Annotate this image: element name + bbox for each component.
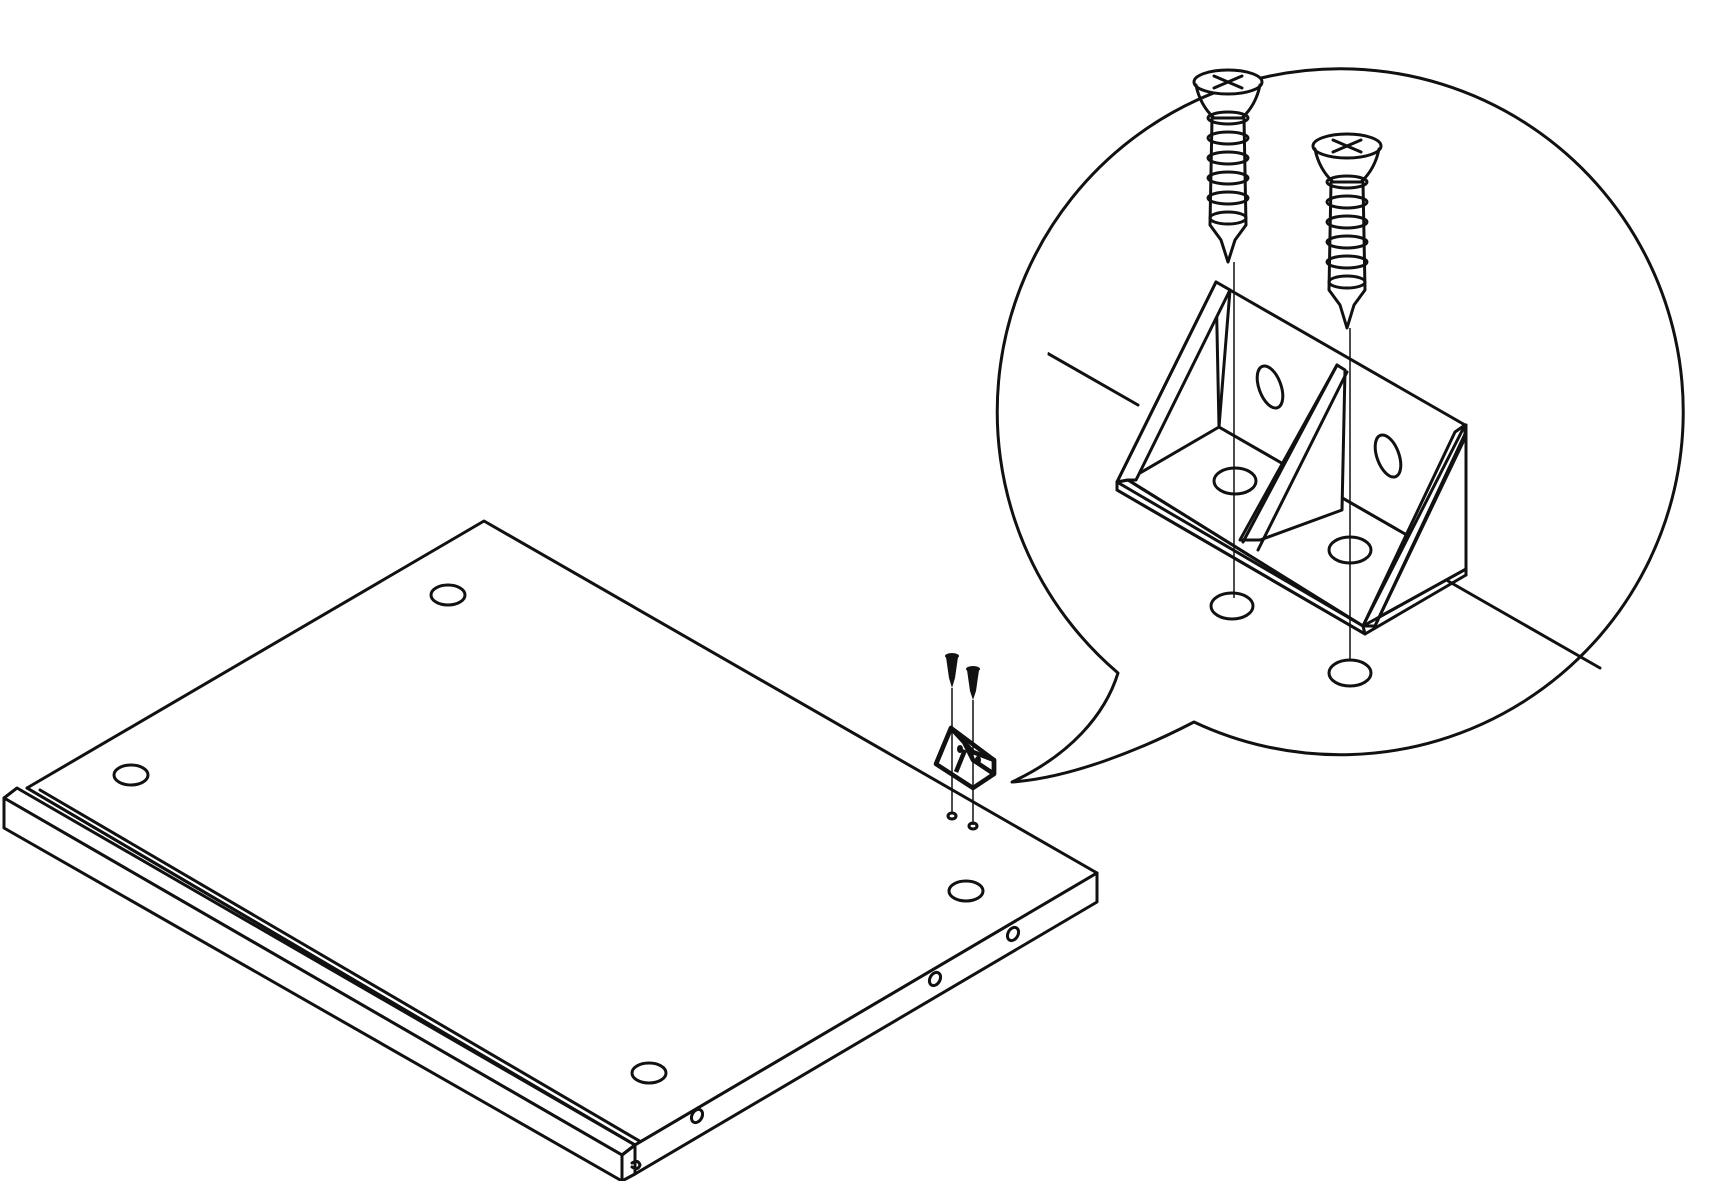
panel-face-hole [429,583,467,607]
panel-face-hole [630,1061,668,1085]
panel-front-edge [2,796,624,1181]
bracket-wall-hole [1255,364,1285,410]
magnified-target-hole [1209,591,1255,621]
magnified-target-hole [1327,658,1373,688]
panel [2,519,1099,1181]
magnified-screw [1311,132,1383,330]
small-screw [966,666,980,700]
bracket-wall-hole [1373,433,1403,479]
panel-side-edge [633,871,1099,1176]
panel-groove-line-2 [38,788,650,1148]
magnified-panel-edge [1042,307,1140,407]
panel-edge-hole [689,1107,705,1125]
panel-top-face [25,519,1099,1147]
magnified-bracket [1115,280,1468,636]
magnified-screw [1192,68,1264,264]
panel-groove-line [25,786,637,1147]
small-bracket-group [933,653,997,831]
panel-face-hole [112,763,150,787]
small-target-hole [967,821,979,831]
panel-edge-hole [927,970,943,988]
small-target-hole [946,811,958,821]
bracket-base-hole [1212,466,1258,496]
magnified-panel-edge [1446,579,1602,670]
panel-groove-notch [620,1143,642,1181]
small-screw [945,653,959,688]
panel-edge-hole [1005,925,1021,943]
detail-callout [995,67,1685,784]
panel-face-hole [947,879,985,903]
